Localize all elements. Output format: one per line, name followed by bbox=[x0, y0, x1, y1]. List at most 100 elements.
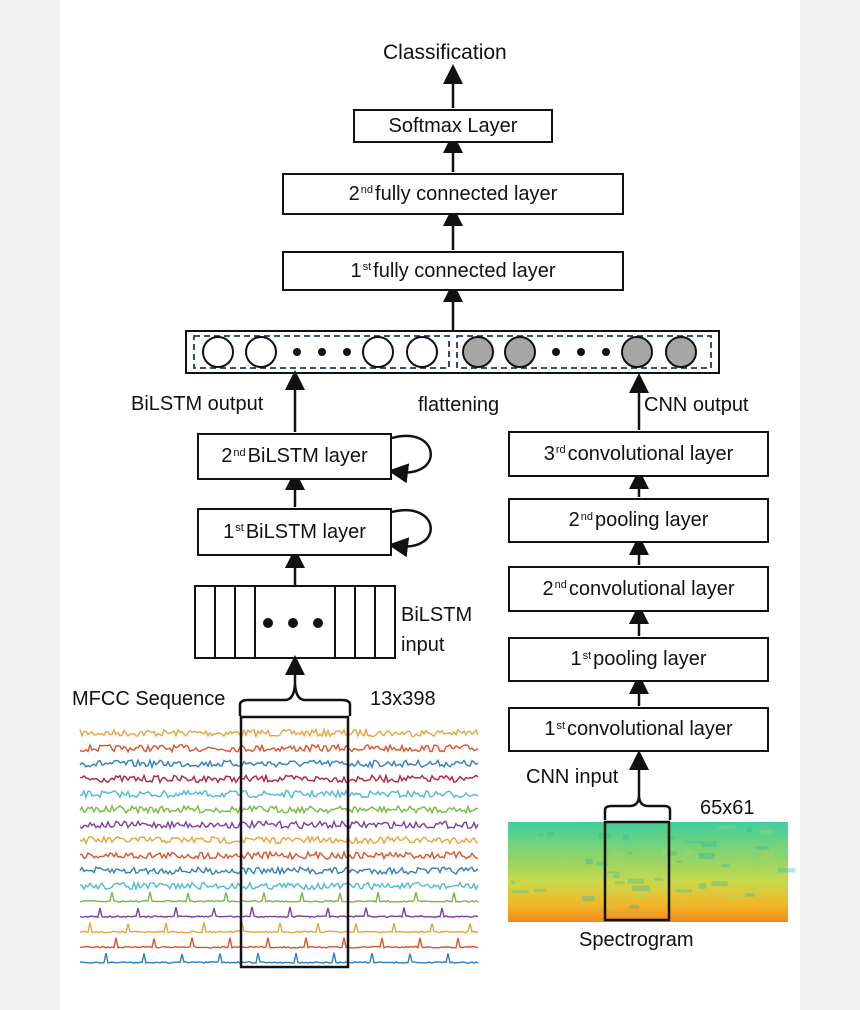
mfcc-trace bbox=[79, 880, 479, 892]
spectrogram-streak bbox=[737, 856, 752, 863]
spectrogram-streak bbox=[632, 894, 646, 899]
spectrogram-streak bbox=[615, 881, 625, 885]
spectrogram-streak bbox=[627, 878, 644, 884]
spectrogram-streak bbox=[631, 885, 650, 892]
spectrogram-streak bbox=[717, 826, 736, 829]
spectrogram-streak bbox=[746, 827, 752, 833]
spectrogram-streak bbox=[704, 841, 709, 844]
classification-label: Classification bbox=[383, 41, 507, 64]
spectrogram-streak bbox=[667, 850, 677, 856]
spectrogram-streak bbox=[737, 864, 749, 869]
mfcc-sequence-label: MFCC Sequence bbox=[72, 688, 226, 710]
spectrogram-streak bbox=[635, 892, 646, 898]
spectrogram-streak bbox=[678, 902, 685, 906]
spectrogram-streak bbox=[582, 896, 595, 902]
spectrogram-streak bbox=[602, 904, 615, 909]
mfcc-trace bbox=[79, 742, 479, 754]
spectrogram-streak bbox=[673, 883, 685, 888]
spectrogram-streak bbox=[559, 857, 568, 860]
mfcc-trace bbox=[79, 835, 479, 846]
flattening-label: flattening bbox=[418, 394, 500, 416]
mfcc-trace bbox=[79, 757, 479, 770]
spectrogram-streak bbox=[701, 841, 717, 847]
spectrogram-streak bbox=[759, 829, 774, 834]
spectrogram-streak bbox=[684, 850, 693, 854]
spectrogram-streak bbox=[623, 834, 629, 841]
bilstm-input-frames bbox=[214, 586, 376, 658]
spectrogram-streak bbox=[761, 851, 774, 858]
spectrogram-streak bbox=[511, 880, 516, 885]
mfcc-dims-label: 13x398 bbox=[370, 688, 436, 710]
spectrogram-streak bbox=[646, 866, 659, 871]
mfcc-window-frame bbox=[239, 715, 350, 969]
spectrogram-streak bbox=[654, 878, 664, 881]
softmax-layer-box: Softmax Layer bbox=[353, 109, 553, 143]
spectrogram-streak bbox=[675, 889, 692, 893]
spectrogram-streak bbox=[537, 833, 544, 837]
spectrogram-streak bbox=[613, 852, 622, 859]
spectrogram-streak bbox=[612, 863, 626, 868]
mfcc-trace bbox=[79, 819, 479, 831]
mfcc-trace bbox=[79, 906, 479, 919]
mfcc-trace bbox=[79, 952, 479, 965]
bilstm-input-label: BiLSTM input bbox=[401, 604, 473, 656]
mfcc-trace bbox=[79, 727, 479, 739]
spectrogram-streak bbox=[645, 869, 652, 874]
mfcc-trace bbox=[80, 849, 479, 861]
spectrogram-streak bbox=[721, 864, 731, 868]
spectrogram-streak bbox=[698, 883, 707, 889]
spectrogram-streak bbox=[698, 853, 715, 859]
spectrogram-streak bbox=[727, 895, 746, 900]
spectrogram-window-frame bbox=[603, 820, 671, 922]
spectrogram-streak bbox=[765, 862, 778, 868]
cnn-input-label: CNN input bbox=[526, 766, 619, 788]
bilstm-feature-group bbox=[193, 335, 450, 369]
spectrogram-streak bbox=[585, 858, 594, 865]
spectrogram-streak bbox=[684, 840, 703, 844]
spectrogram-streak bbox=[511, 890, 529, 894]
spectrogram-streak bbox=[745, 893, 755, 897]
bilstm-feature-nodes bbox=[202, 336, 438, 368]
spectrogram-label: Spectrogram bbox=[579, 929, 694, 951]
mfcc-trace bbox=[79, 803, 479, 815]
bilstm-input-ellipsis bbox=[263, 618, 323, 628]
spectrogram-streak bbox=[627, 851, 633, 855]
spectrogram-streak bbox=[671, 854, 676, 859]
bilstm-output-label: BiLSTM output bbox=[131, 393, 264, 415]
spectrogram-streak bbox=[711, 881, 728, 887]
cnn-output-label: CNN output bbox=[644, 394, 749, 416]
spectrogram-streak bbox=[777, 868, 796, 873]
bilstm1-recurrent-loop bbox=[388, 509, 432, 558]
mfcc-trace bbox=[79, 922, 479, 934]
spectrogram-streak bbox=[754, 846, 770, 850]
spectrogram-streak bbox=[676, 860, 683, 863]
spectrogram-streak bbox=[666, 836, 675, 840]
cnn-feature-group bbox=[456, 335, 712, 369]
spectrogram-streak bbox=[557, 873, 572, 877]
mfcc-trace bbox=[79, 865, 479, 876]
spectrogram-streak bbox=[546, 831, 554, 836]
spectrogram-streak bbox=[595, 861, 608, 866]
spectrogram-streak bbox=[534, 888, 546, 892]
spectrogram-window-brace bbox=[603, 796, 672, 820]
spectrogram-dims-label: 65x61 bbox=[700, 797, 755, 819]
mfcc-trace bbox=[79, 788, 479, 800]
mfcc-window-brace bbox=[238, 683, 352, 716]
mfcc-trace bbox=[79, 891, 479, 904]
spectrogram-streak bbox=[759, 856, 767, 860]
spectrogram-streak bbox=[606, 871, 620, 874]
bilstm2-recurrent-loop bbox=[388, 434, 432, 484]
mfcc-waveforms bbox=[79, 727, 479, 965]
spectrogram-streak bbox=[651, 888, 668, 891]
spectrogram-streak bbox=[630, 863, 646, 870]
spectrogram-streak bbox=[749, 889, 764, 893]
